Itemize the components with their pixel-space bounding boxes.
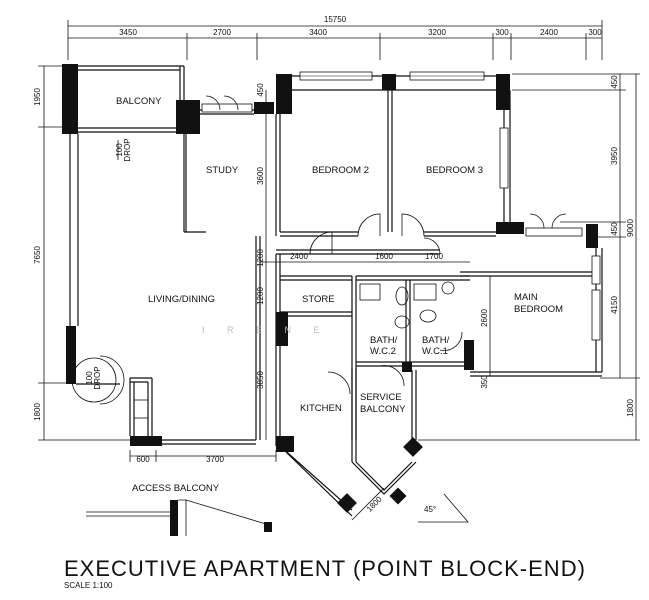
dim-study-450: 450	[256, 83, 265, 97]
dim-top-4: 3200	[428, 28, 446, 37]
dim-right-4150: 4150	[610, 296, 619, 314]
label-service-b: BALCONY	[360, 404, 406, 415]
dim-left-1950: 1950	[33, 88, 42, 106]
fixtures	[359, 281, 455, 329]
dim-top-5: 300	[495, 28, 509, 37]
dim-top-2: 2700	[213, 28, 231, 37]
access-balcony-area: ACCESS BALCONY	[86, 483, 272, 536]
left-dimensions: 1950 7650 1800	[33, 65, 132, 441]
room-labels: BALCONY STUDY BEDROOM 2 BEDROOM 3 LIVING…	[85, 96, 563, 415]
label-drop-2a: 100	[85, 371, 94, 385]
top-dimensions: 15750 3450 2700 3400 3200 300 2400 300	[67, 15, 603, 60]
dim-diag-1800: 1800	[365, 494, 384, 513]
dim-study-3600: 3600	[256, 167, 265, 185]
walls	[62, 64, 603, 517]
dim-mid-1200a: 1200	[256, 249, 265, 267]
label-balcony: BALCONY	[116, 96, 162, 107]
dim-mid-3850: 3850	[256, 371, 265, 389]
dim-h-1700: 1700	[425, 252, 443, 261]
dim-bath-350: 350	[480, 375, 489, 389]
dim-top-3: 3400	[309, 28, 327, 37]
label-service-a: SERVICE	[360, 392, 402, 403]
watermark: I R E N E	[202, 325, 330, 335]
label-bath-2b: W.C.2	[370, 346, 396, 357]
label-bath-1a: BATH/	[422, 335, 450, 346]
dim-left-1800: 1800	[33, 403, 42, 421]
dim-h-1600: 1600	[375, 252, 393, 261]
dim-right-450a: 450	[610, 75, 619, 89]
plan-title: EXECUTIVE APARTMENT (POINT BLOCK-END)	[64, 556, 586, 581]
label-bath-1b: W.C.1	[422, 346, 448, 357]
doors	[71, 95, 567, 405]
label-study: STUDY	[206, 165, 239, 176]
dim-bot-600: 600	[136, 455, 150, 464]
dim-h-2400: 2400	[290, 252, 308, 261]
right-dimensions: 450 3950 9000 450 4150 1800	[418, 73, 640, 441]
dim-right-3950: 3950	[610, 147, 619, 165]
label-living-dining: LIVING/DINING	[148, 294, 215, 305]
label-main-bedroom-b: BEDROOM	[514, 304, 563, 315]
dim-mid-1200b: 1200	[256, 287, 265, 305]
label-kitchen: KITCHEN	[300, 403, 342, 414]
dim-left-7650: 7650	[33, 246, 42, 264]
dim-top-6: 2400	[540, 28, 558, 37]
dim-right-9000: 9000	[626, 219, 635, 237]
label-bedroom-3: BEDROOM 3	[426, 165, 483, 176]
windows	[201, 71, 601, 341]
dim-right-1800: 1800	[626, 399, 635, 417]
dim-bot-3700: 3700	[206, 455, 224, 464]
dim-total: 15750	[324, 15, 347, 24]
label-drop-1b: DROP	[123, 138, 132, 161]
label-drop-1a: 100	[115, 143, 124, 157]
dim-angle: 45°	[424, 505, 436, 514]
label-main-bedroom-a: MAIN	[514, 292, 538, 303]
dim-top-7: 300	[588, 28, 602, 37]
label-access-balcony: ACCESS BALCONY	[132, 483, 220, 494]
label-bedroom-2: BEDROOM 2	[312, 165, 369, 176]
label-drop-2b: DROP	[93, 366, 102, 389]
label-store: STORE	[302, 294, 335, 305]
dim-right-450b: 450	[610, 222, 619, 236]
plan-scale: SCALE 1:100	[64, 581, 113, 590]
label-bath-2a: BATH/	[370, 335, 398, 346]
dim-top-1: 3450	[119, 28, 137, 37]
dim-bath-2600: 2600	[480, 309, 489, 327]
